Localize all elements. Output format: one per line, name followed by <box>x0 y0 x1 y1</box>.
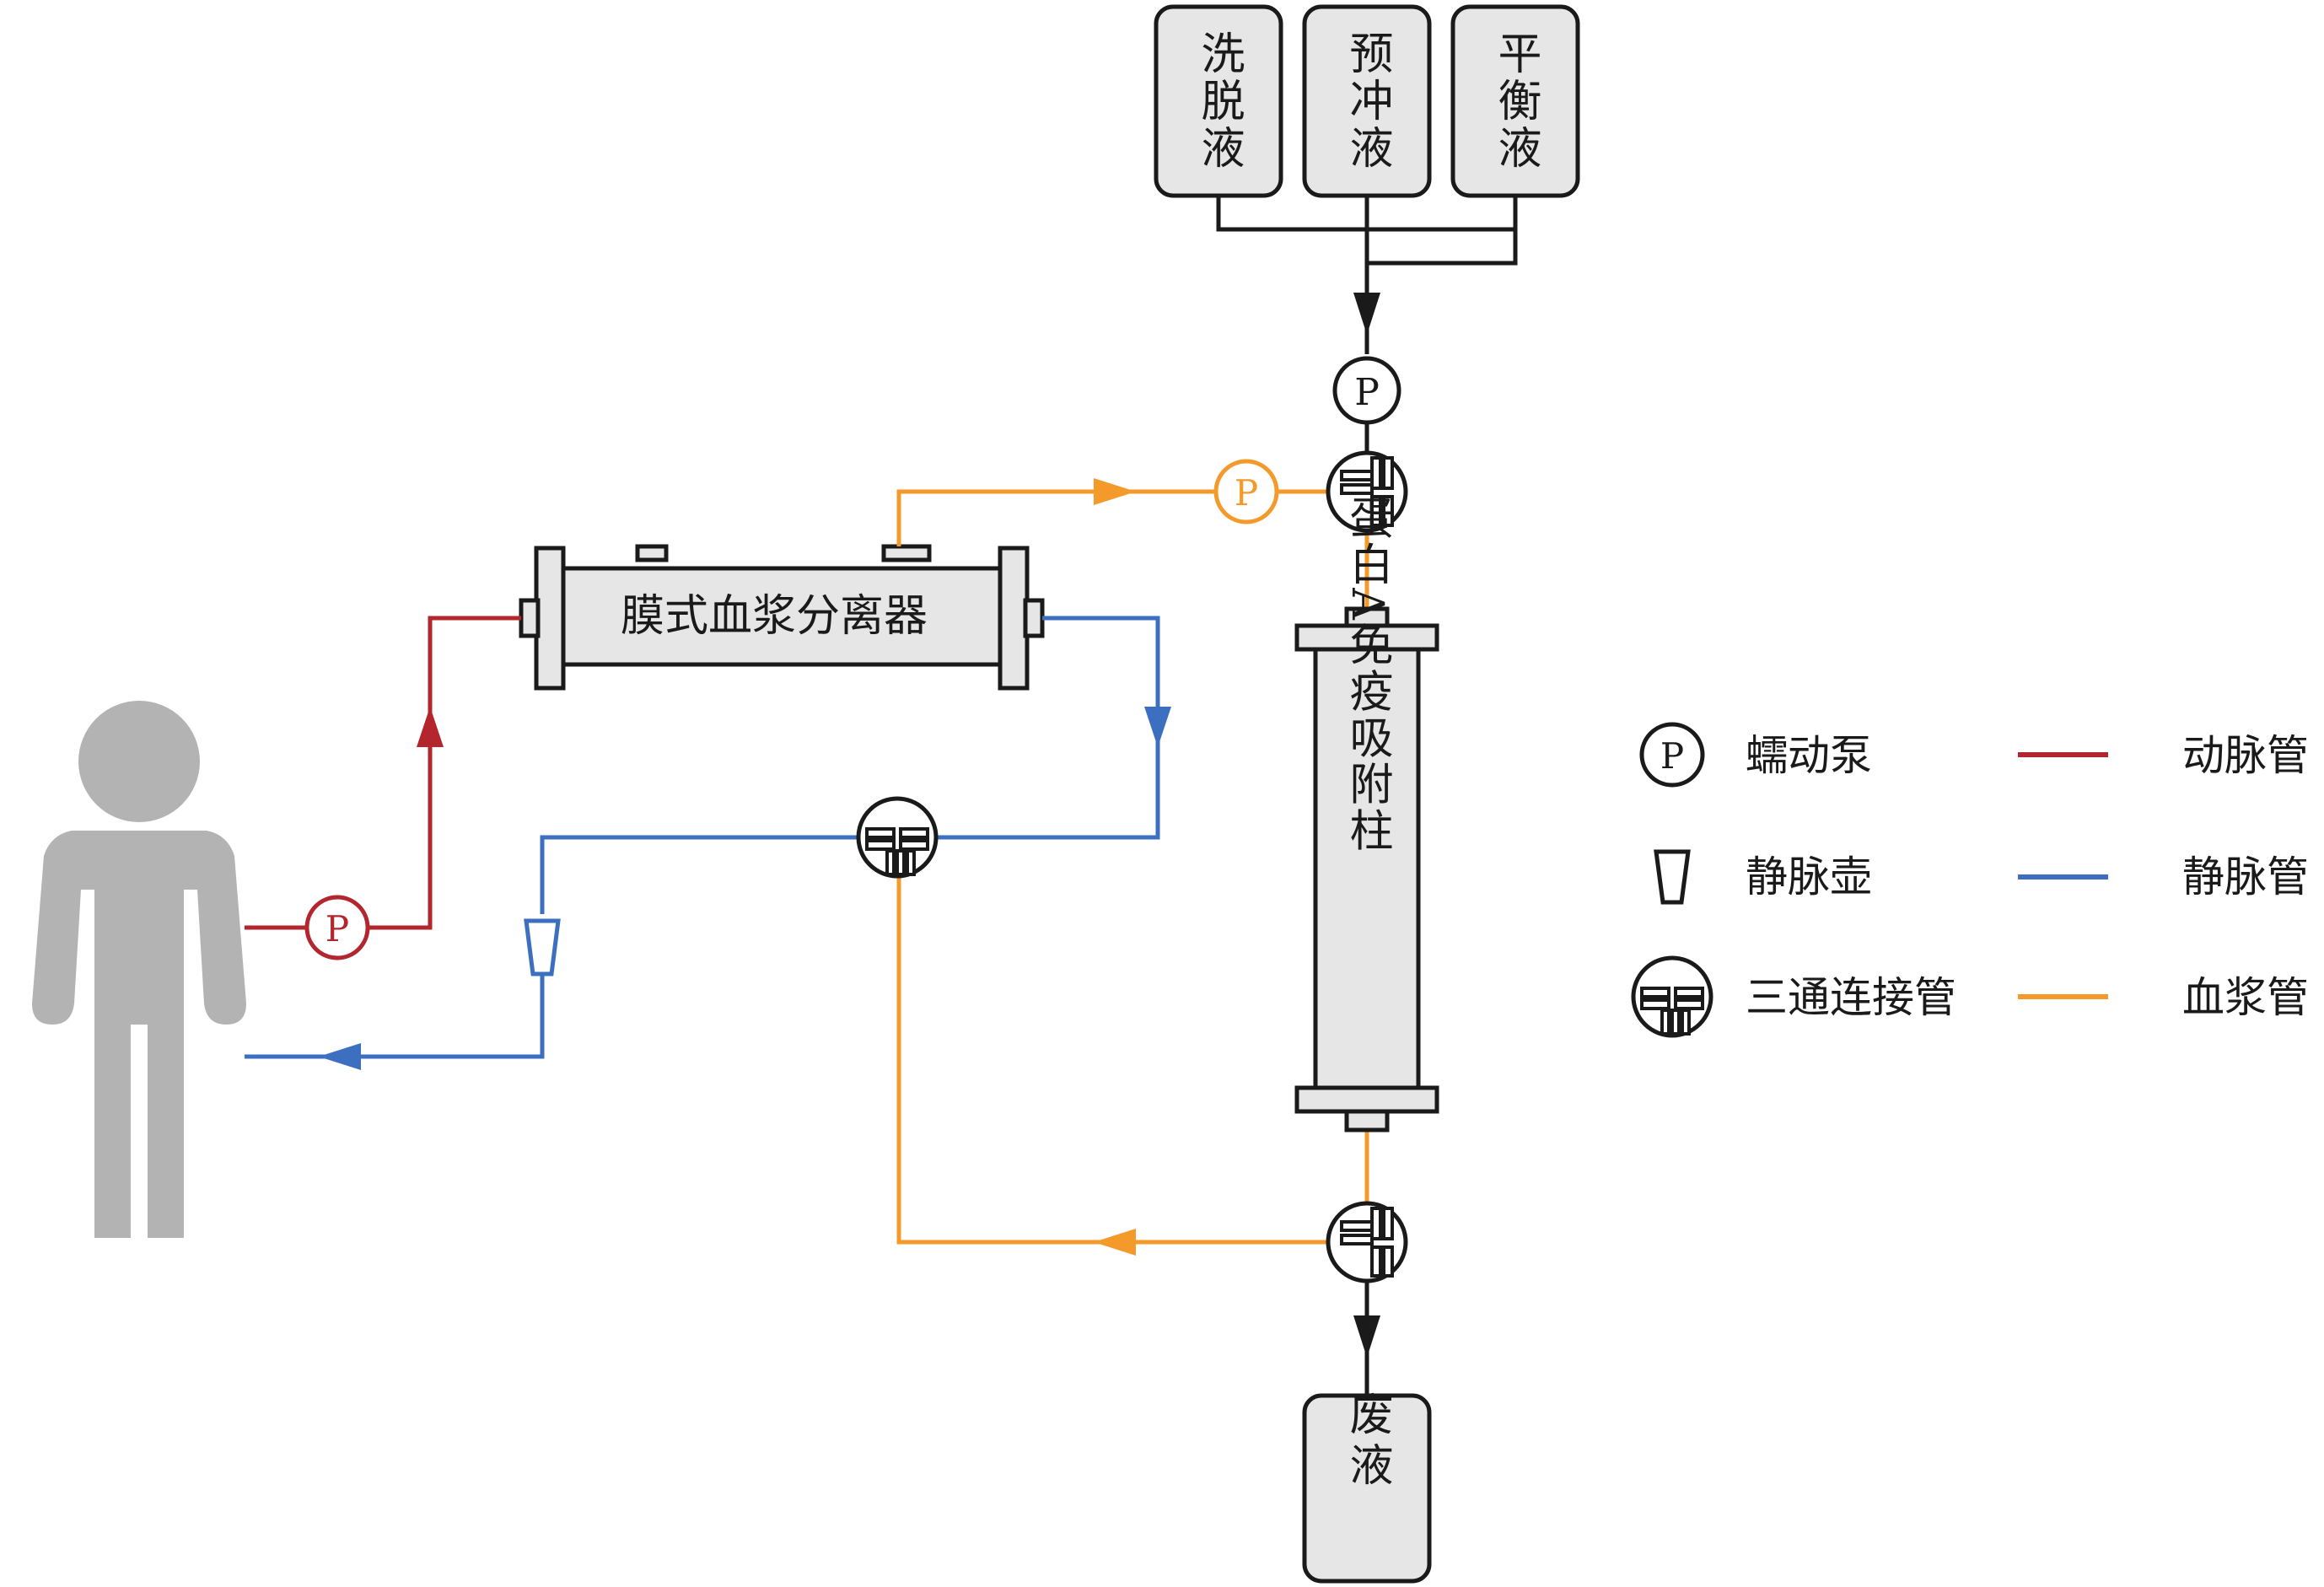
tee-connector-icon <box>1633 958 1711 1036</box>
legend-item-plasma: 血浆管 <box>2018 973 2309 1022</box>
waste-bottle: 废液 <box>1302 1391 1432 1584</box>
plasma-flow-arrow-top <box>1094 478 1136 505</box>
arterial-pump-symbol: P <box>325 908 349 950</box>
pump-icon <box>1639 722 1705 788</box>
membrane-plasma-separator: 膜式血浆分离器 <box>519 544 1045 691</box>
legend-drip-label: 静脉壶 <box>1746 853 1872 901</box>
legend-pump-label: 蠕动泵 <box>1746 731 1872 780</box>
elution-bottle-label: 洗脱液 <box>1193 30 1244 172</box>
balance-bottle: 平衡液 <box>1450 4 1580 198</box>
supply-flow-arrow <box>1353 293 1380 335</box>
tee-connector-bottom <box>1328 1203 1406 1281</box>
legend-tee-label: 三通连接管 <box>1746 973 1956 1022</box>
prime-bottle-label: 预冲液 <box>1342 30 1392 172</box>
drip-chamber-icon <box>1654 849 1691 905</box>
arterial-flow-arrow <box>417 707 444 747</box>
legend: P 蠕动泵 静脉壶 三通连接管 动脉管 静脉管 血浆管 <box>1633 722 2309 1036</box>
waste-flow-arrow <box>1353 1315 1380 1358</box>
elution-bottle: 洗脱液 <box>1154 4 1283 198</box>
venous-flow-arrow-return <box>319 1043 361 1070</box>
protein-a-column: 蛋白A免疫吸附柱 <box>1294 495 1439 1132</box>
legend-item-artery: 动脉管 <box>2018 731 2309 780</box>
column-label: 蛋白A免疫吸附柱 <box>1342 495 1392 854</box>
patient-figure <box>32 701 246 1238</box>
separator-label: 膜式血浆分离器 <box>621 591 928 642</box>
legend-vein-label: 静脉管 <box>2182 853 2309 901</box>
plasma-pump: P <box>1213 459 1279 525</box>
tee-connector-venous <box>858 799 936 876</box>
supply-pump: P <box>1332 356 1401 425</box>
legend-item-drip: 静脉壶 <box>1654 849 1872 905</box>
legend-pump-symbol: P <box>1660 735 1684 777</box>
venous-drip-chamber <box>524 918 561 976</box>
waste-bottle-label: 废液 <box>1342 1391 1392 1493</box>
venous-flow-arrow-down <box>1144 707 1171 747</box>
legend-item-pump: P 蠕动泵 <box>1639 722 1872 788</box>
plasma-pump-symbol: P <box>1235 472 1258 514</box>
legend-plasma-label: 血浆管 <box>2182 973 2309 1022</box>
arterial-line <box>245 616 521 930</box>
prime-bottle: 预冲液 <box>1302 4 1432 198</box>
plasma-flow-arrow-return <box>1094 1229 1136 1256</box>
legend-item-tee: 三通连接管 <box>1633 958 1956 1036</box>
legend-item-vein: 静脉管 <box>2018 853 2309 901</box>
balance-bottle-label: 平衡液 <box>1490 30 1541 172</box>
arterial-pump: P <box>304 895 370 960</box>
supply-pump-symbol: P <box>1354 371 1380 414</box>
legend-artery-label: 动脉管 <box>2182 731 2309 780</box>
